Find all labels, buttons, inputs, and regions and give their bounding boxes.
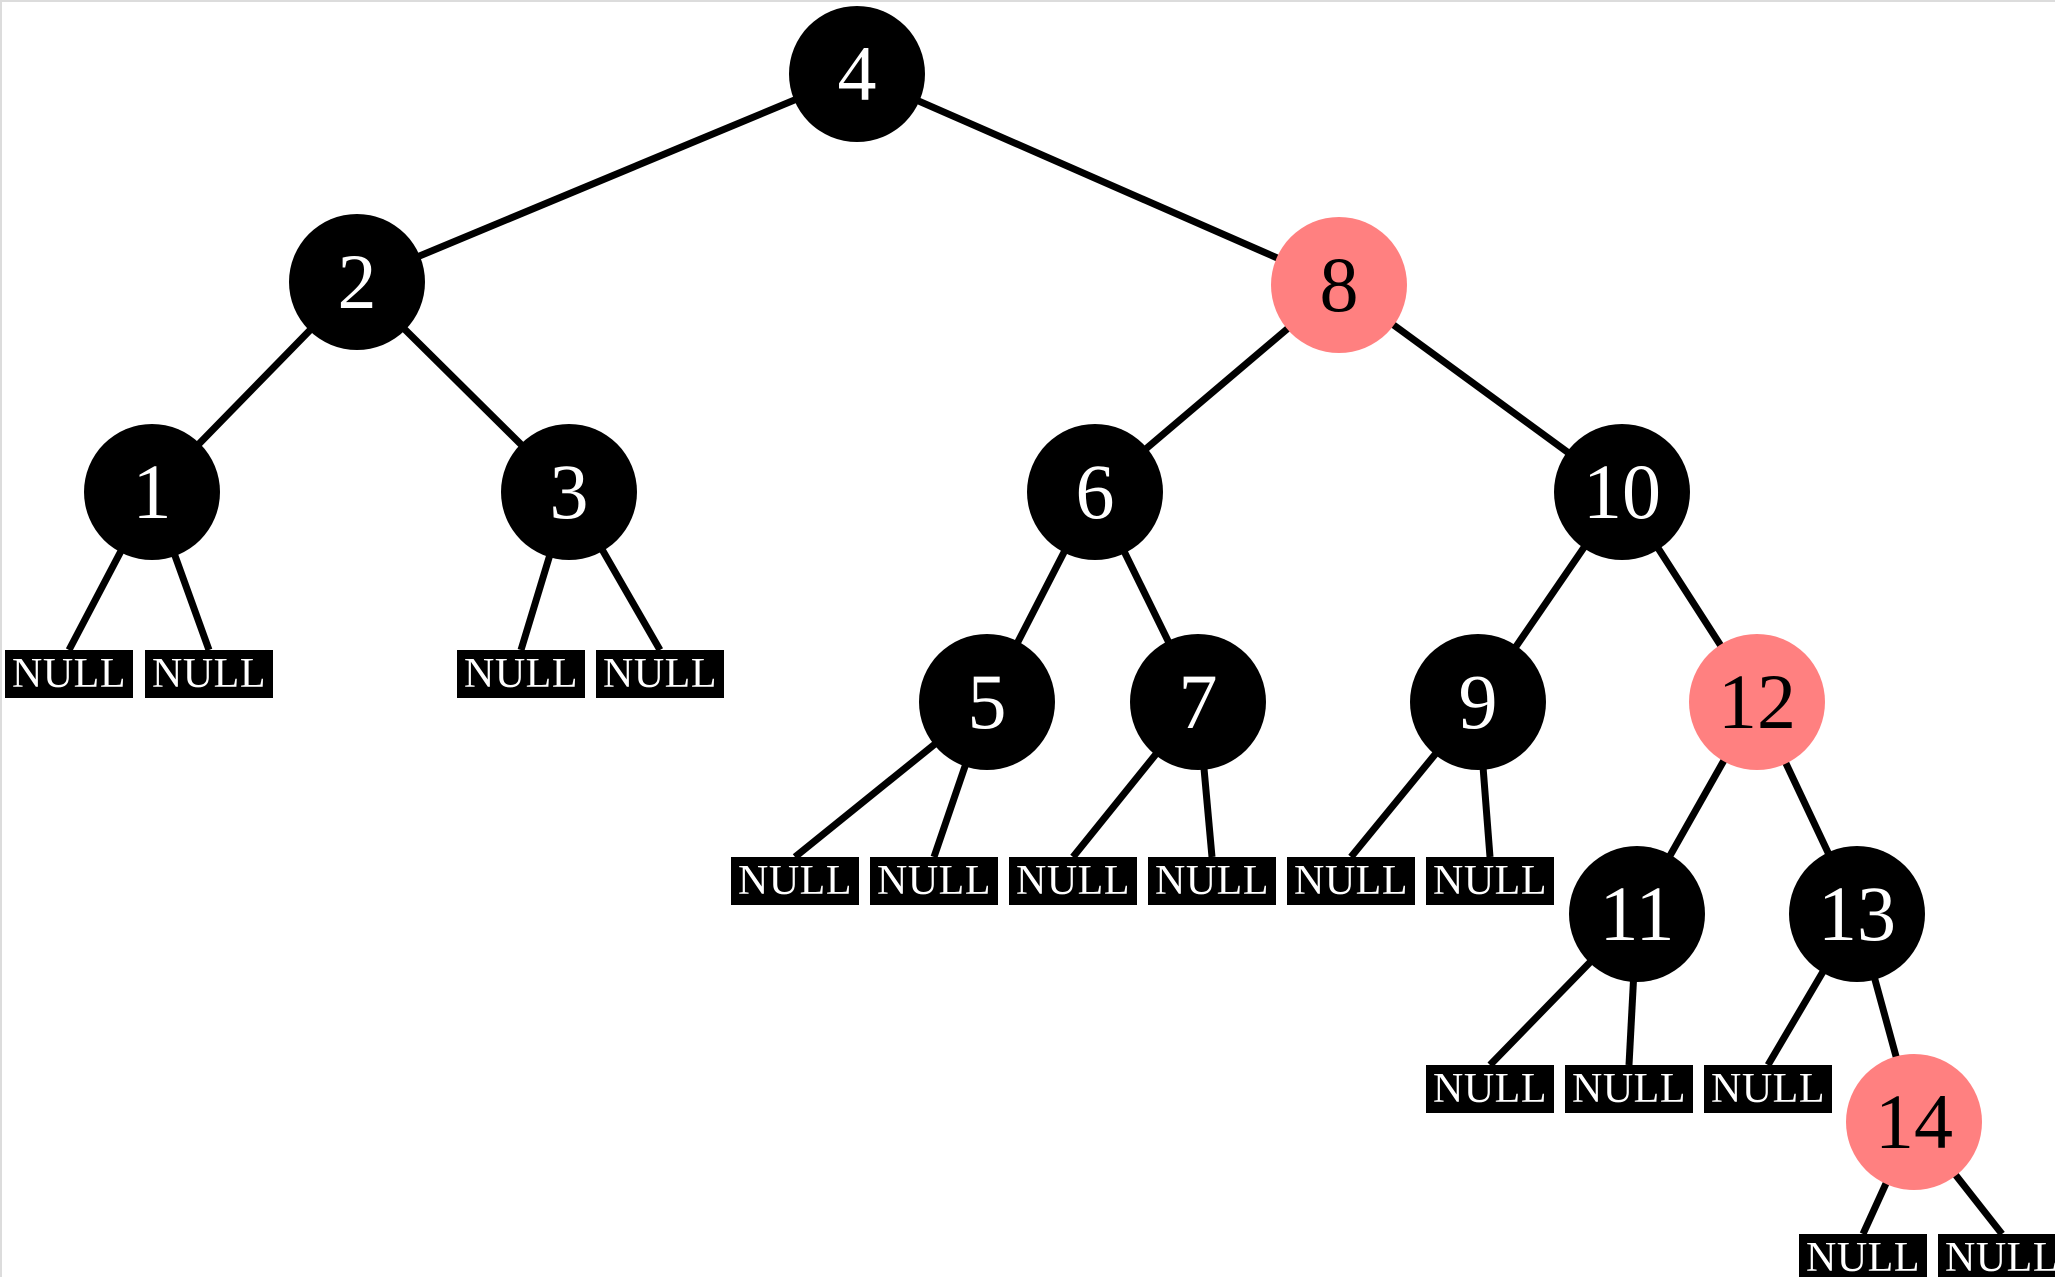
tree-null-leaf-label: NULL [1294, 858, 1408, 904]
tree-null-leaf: NULL [1799, 1234, 1927, 1277]
tree-node-5[interactable]: 5 [919, 634, 1055, 770]
tree-null-leaf: NULL [5, 650, 133, 698]
tree-null-leaf-label: NULL [1711, 1066, 1825, 1112]
tree-node-label: 11 [1599, 870, 1675, 957]
tree-edge [355, 70, 859, 286]
tree-node-label: 2 [337, 238, 377, 325]
tree-node-9[interactable]: 9 [1410, 634, 1546, 770]
tree-null-leaf: NULL [596, 650, 724, 698]
tree-null-leaf: NULL [145, 650, 273, 698]
tree-null-leaf-label: NULL [464, 651, 578, 697]
tree-null-leaf-label: NULL [1806, 1235, 1920, 1277]
tree-null-leaf-label: NULL [877, 858, 991, 904]
tree-node-10[interactable]: 10 [1554, 424, 1690, 560]
tree-null-leaf: NULL [1009, 857, 1137, 905]
tree-null-leaf-label: NULL [1572, 1066, 1686, 1112]
tree-node-11[interactable]: 11 [1569, 846, 1705, 982]
tree-node-label: 5 [967, 658, 1007, 745]
tree-null-leaf-label: NULL [1433, 1066, 1547, 1112]
tree-node-1[interactable]: 1 [84, 424, 220, 560]
tree-null-leaf-label: NULL [1155, 858, 1269, 904]
tree-node-label: 7 [1178, 658, 1218, 745]
tree-node-label: 3 [549, 448, 589, 535]
tree-node-6[interactable]: 6 [1027, 424, 1163, 560]
tree-null-leaf: NULL [1938, 1234, 2055, 1277]
tree-node-8[interactable]: 8 [1271, 217, 1407, 353]
tree-null-leaf: NULL [731, 857, 859, 905]
tree-null-leaf: NULL [870, 857, 998, 905]
tree-node-7[interactable]: 7 [1130, 634, 1266, 770]
tree-node-label: 4 [837, 30, 877, 117]
tree-null-leaf-label: NULL [152, 651, 266, 697]
tree-node-label: 1 [132, 448, 172, 535]
tree-node-label: 10 [1583, 448, 1661, 535]
tree-node-label: 6 [1075, 448, 1115, 535]
tree-null-leaf-label: NULL [603, 651, 717, 697]
tree-node-label: 9 [1458, 658, 1498, 745]
tree-null-leaf: NULL [1148, 857, 1276, 905]
tree-null-leaf: NULL [457, 650, 585, 698]
tree-null-leaf: NULL [1704, 1065, 1832, 1113]
tree-node-label: 14 [1875, 1078, 1953, 1165]
tree-null-leaf: NULL [1426, 1065, 1554, 1113]
tree-node-2[interactable]: 2 [289, 214, 425, 350]
tree-null-leaf-label: NULL [12, 651, 126, 697]
tree-node-12[interactable]: 12 [1689, 634, 1825, 770]
tree-node-3[interactable]: 3 [501, 424, 637, 560]
tree-node-13[interactable]: 13 [1789, 846, 1925, 982]
tree-null-leaf-label: NULL [738, 858, 852, 904]
tree-edge [855, 70, 1341, 289]
tree-node-label: 8 [1319, 241, 1359, 328]
tree-node-label: 13 [1818, 870, 1896, 957]
tree-null-leaf-label: NULL [1016, 858, 1130, 904]
tree-null-leaf: NULL [1426, 857, 1554, 905]
tree-null-leaf: NULL [1287, 857, 1415, 905]
tree-null-leaf-label: NULL [1945, 1235, 2055, 1277]
tree-node-4[interactable]: 4 [789, 6, 925, 142]
tree-node-label: 12 [1718, 658, 1796, 745]
tree-null-leaf-label: NULL [1433, 858, 1547, 904]
tree-node-14[interactable]: 14 [1846, 1054, 1982, 1190]
tree-null-leaf: NULL [1565, 1065, 1693, 1113]
